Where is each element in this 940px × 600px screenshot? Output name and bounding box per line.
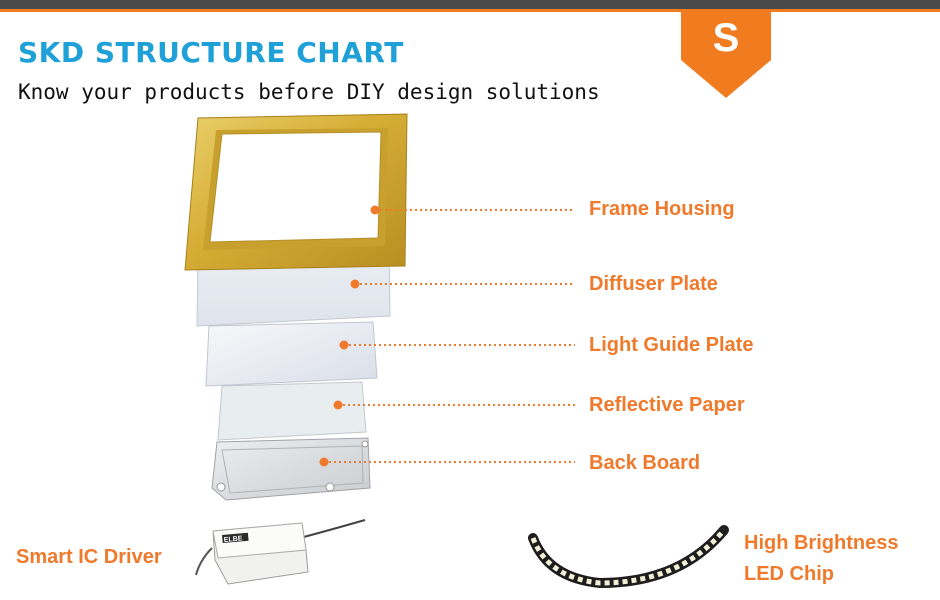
frame-housing-shape <box>184 113 408 271</box>
led-strip-shape <box>528 525 729 589</box>
light-guide-plate-shape <box>205 321 378 387</box>
page-subtitle: Know your products before DIY design sol… <box>18 80 600 104</box>
callout-dots <box>319 205 380 467</box>
reflective-paper-shape <box>217 381 367 441</box>
top-bar-accent <box>0 9 940 12</box>
label-frame-housing: Frame Housing <box>589 198 735 220</box>
label-led-chip-line2: LED Chip <box>744 563 834 585</box>
label-reflective-paper: Reflective Paper <box>589 394 745 416</box>
driver-brand: ELBE <box>224 535 244 544</box>
label-light-guide-plate: Light Guide Plate <box>589 334 754 356</box>
top-bar <box>0 0 940 9</box>
section-badge <box>681 12 771 98</box>
label-led-chip-line1: High Brightness <box>744 532 899 554</box>
page-title: SKD STRUCTURE CHART <box>18 36 404 69</box>
section-badge-letter: S <box>712 16 740 60</box>
driver-shape: ELBE <box>195 519 366 585</box>
callout-leaders <box>329 209 575 463</box>
label-diffuser-plate: Diffuser Plate <box>589 273 718 295</box>
label-back-board: Back Board <box>589 452 701 474</box>
back-board-shape <box>211 437 371 501</box>
label-smart-ic-driver: Smart IC Driver <box>16 546 162 568</box>
